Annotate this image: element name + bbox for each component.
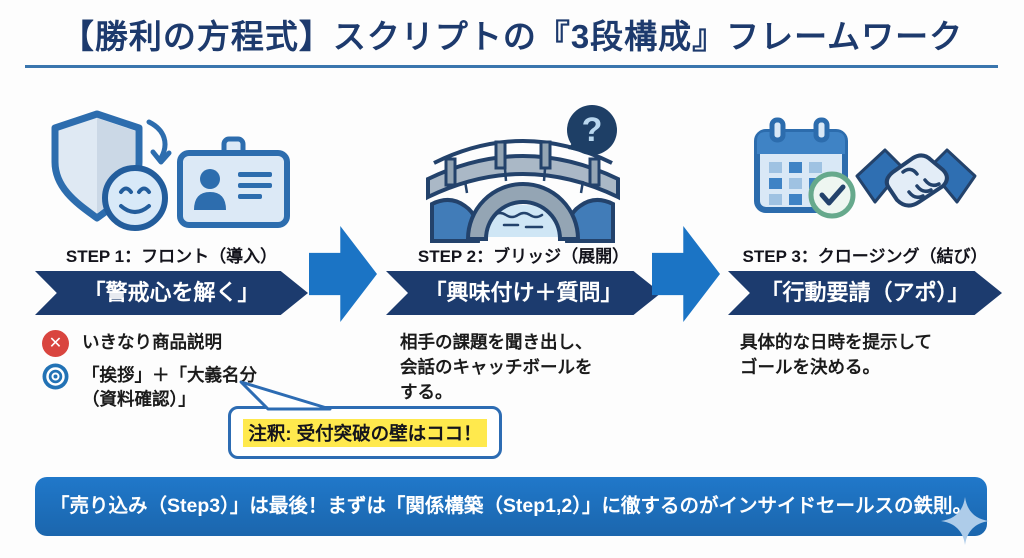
id-card-icon: [177, 136, 290, 228]
step2-description: 相手の課題を聞き出し、 会話のキャッチボールを する。: [400, 332, 593, 402]
calendar-check-icon: [754, 117, 856, 219]
step1-banner: 「警戒心を解く」: [35, 271, 308, 315]
step1-ng-text: いきなり商品説明: [82, 332, 222, 352]
step3-description: 具体的な日時を提示して ゴールを決める。: [740, 332, 932, 377]
bridge-icon: ?: [426, 105, 620, 243]
callout-text: 注釈: 受付突破の壁はココ！: [243, 418, 487, 447]
svg-text:?: ?: [582, 111, 603, 149]
step1-ok-text: 「挨拶」＋「大義名分 （資料確認）」: [82, 365, 257, 409]
handshake-icon: [855, 148, 977, 208]
step1-label: STEP 1：フロント（導入）: [65, 247, 278, 266]
question-bubble-icon: [567, 105, 617, 155]
title-divider: [25, 65, 998, 68]
page-title: 【勝利の方程式】スクリプトの『3段構成』フレームワーク: [60, 18, 964, 55]
step2-banner: 「興味付け＋質問」: [386, 271, 661, 315]
footer-banner: 「売り込み（Step3）」は最後！まずは「関係構築（Step1,2）」に徹するの…: [35, 477, 987, 536]
ng-cross-icon: ✕: [42, 330, 69, 357]
arrow-step2-to-step3-icon: [652, 226, 720, 322]
step3-banner: 「行動要請（アポ）」: [728, 271, 1002, 315]
shield-smile-icon: [51, 110, 172, 231]
arrow-step1-to-step2-icon: [309, 226, 377, 322]
step1-ok-row: 「挨拶」＋「大義名分 （資料確認）」: [42, 363, 332, 411]
step3-label: STEP 3：クロージング（結び）: [742, 247, 988, 266]
callout-bubble: 注釈: 受付突破の壁はココ！: [228, 406, 502, 459]
callout-tail-icon: [239, 380, 332, 411]
step1-ng-row: ✕ いきなり商品説明: [42, 330, 322, 357]
ok-double-circle-icon: [42, 363, 69, 390]
sparkle-icon: [941, 497, 989, 545]
step2-label: STEP 2：ブリッジ（展開）: [417, 247, 630, 266]
